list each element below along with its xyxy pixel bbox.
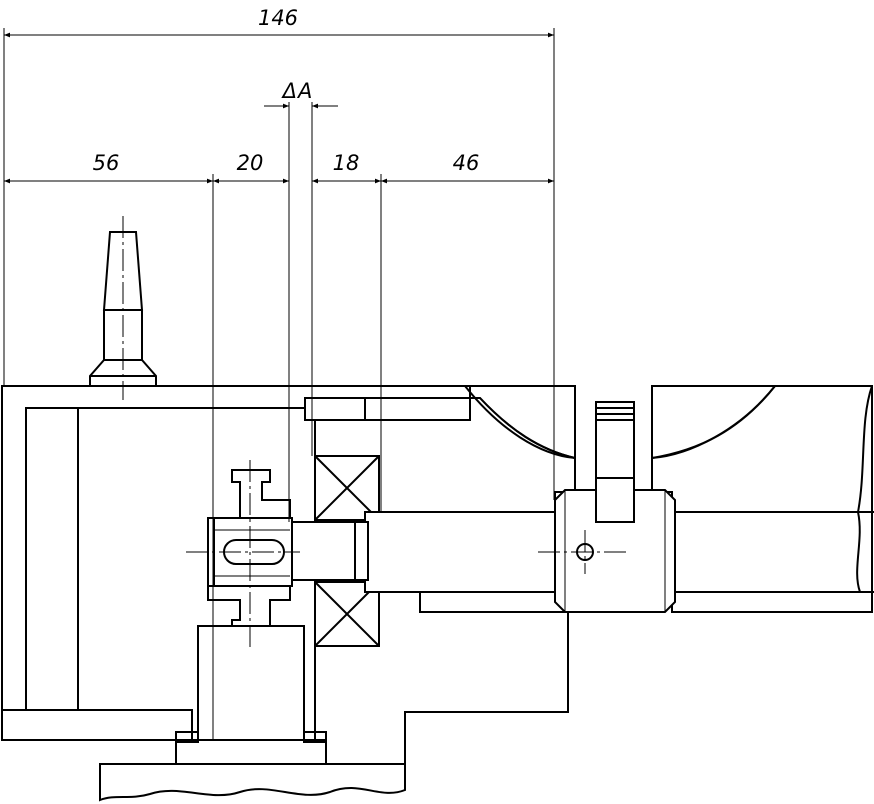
coupling-handle [595, 401, 635, 523]
left-inner-plate [25, 407, 79, 711]
dim-label-clearance: A [296, 79, 312, 103]
housing-right-lower [671, 591, 873, 613]
dim-label-overall: 146 [258, 6, 298, 30]
motor-mount [99, 625, 406, 802]
coupling [554, 489, 676, 613]
top-cover-strip [304, 397, 471, 421]
upper-bearing [314, 455, 380, 521]
break-line-right [856, 385, 873, 513]
housing-right-upper [651, 385, 873, 513]
dim-label-20: 20 [237, 151, 264, 175]
housing-arc-cutout [462, 385, 576, 460]
dim-label-clearance-prefix: Δ [281, 79, 297, 103]
dim-label-18: 18 [333, 151, 360, 175]
dim-label-56: 56 [93, 151, 120, 175]
housing-bottom-left [1, 709, 193, 741]
dimensions: 146 Δ A 56 20 18 46 [3, 6, 555, 740]
top-fitting [89, 231, 157, 387]
dim-label-46: 46 [453, 151, 480, 175]
housing-arc-cutout-right [651, 385, 778, 460]
housing-right-top-left [469, 385, 576, 460]
centerlines [122, 216, 630, 650]
